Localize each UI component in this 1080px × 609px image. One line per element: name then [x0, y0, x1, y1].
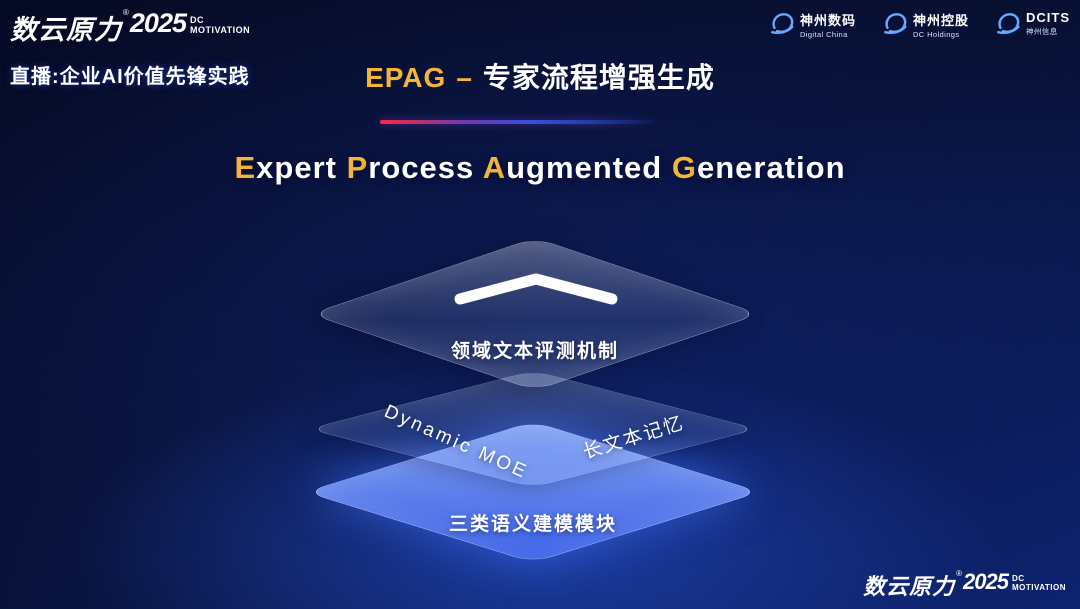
slide-title-zh: 专家流程增强生成 [482, 62, 715, 93]
swoosh-logo-icon [882, 10, 908, 36]
brand-suffix-line1: DC [189, 15, 204, 25]
brand-suffix-line1: DC [1011, 574, 1025, 583]
subtitle-text: eneration [696, 150, 846, 185]
registered-mark: ® [123, 8, 129, 17]
brand-name: 数云原力 [10, 15, 122, 45]
bottom-layer-shape [304, 421, 761, 563]
brand-suffix-line2: MOTIVATION [1011, 583, 1066, 593]
partner-logos: 神州数码 Digital China 神州控股 DC Holdings DCIT… [769, 10, 1070, 39]
subtitle-capital: A [482, 150, 507, 185]
diagram-layer-middle [307, 370, 758, 488]
partner-name: DCITS [1026, 10, 1070, 25]
bottom-layer-label: 三类语义建模模块 [448, 514, 617, 535]
middle-layer-shape [307, 370, 758, 488]
registered-mark: ® [956, 569, 963, 578]
subtitle-text: xpert [256, 150, 347, 185]
partner-name: 神州数码 [799, 13, 856, 28]
partner-text: 神州控股 DC Holdings [913, 10, 969, 39]
subtitle-text: ugmented [506, 150, 672, 185]
subtitle-capital: P [346, 150, 369, 185]
subtitle-capital: E [234, 150, 257, 185]
partner-subname: 神州信息 [1026, 27, 1058, 36]
brand-suffix: DC MOTIVATION [1012, 574, 1066, 592]
live-caption: 直播:企业AI价值先锋实践 [10, 66, 250, 88]
top-layer-label: 领域文本评测机制 [450, 341, 619, 362]
partner-text: DCITS 神州信息 [1026, 10, 1070, 37]
brand-year: 2025 [963, 569, 1009, 594]
brand-year: 2025 [129, 8, 187, 38]
brand-logo-bottom-right: 数云原力®2025 DC MOTIVATION [863, 569, 1066, 601]
partner-logo-digital-china: 神州数码 Digital China [769, 10, 856, 39]
subtitle-epag-expansion: Expert Process Augmented Generation [0, 150, 1080, 186]
brand-logo-top-left: 数云原力®2025 DC MOTIVATION [10, 8, 250, 47]
brand-suffix-line2: MOTIVATION [189, 25, 251, 36]
brand-suffix: DC MOTIVATION [190, 15, 250, 36]
middle-layer-left-label: Dynamic MOE [380, 400, 532, 484]
partner-name: 神州控股 [912, 13, 969, 28]
subtitle-capital: G [671, 150, 697, 185]
partner-text: 神州数码 Digital China [800, 10, 856, 39]
divider-line [380, 120, 660, 124]
swoosh-logo-icon [769, 10, 795, 36]
chevron-up-icon [452, 272, 620, 311]
partner-subname: Digital China [799, 30, 848, 39]
top-layer-shape [310, 237, 760, 390]
partner-logo-dcits: DCITS 神州信息 [995, 10, 1070, 39]
partner-subname: DC Holdings [912, 30, 960, 39]
middle-layer-right-label: 长文本记忆 [580, 412, 688, 464]
partner-logo-dc-holdings: 神州控股 DC Holdings [882, 10, 969, 39]
diagram-layer-bottom [304, 421, 761, 563]
swoosh-logo-icon [995, 10, 1021, 36]
diagram-layer-top [310, 237, 760, 390]
slide-title-acronym: EPAG [365, 62, 447, 93]
subtitle-text: rocess [368, 150, 483, 185]
slide-title-dash: – [456, 62, 473, 93]
brand-name: 数云原力 [863, 574, 956, 599]
